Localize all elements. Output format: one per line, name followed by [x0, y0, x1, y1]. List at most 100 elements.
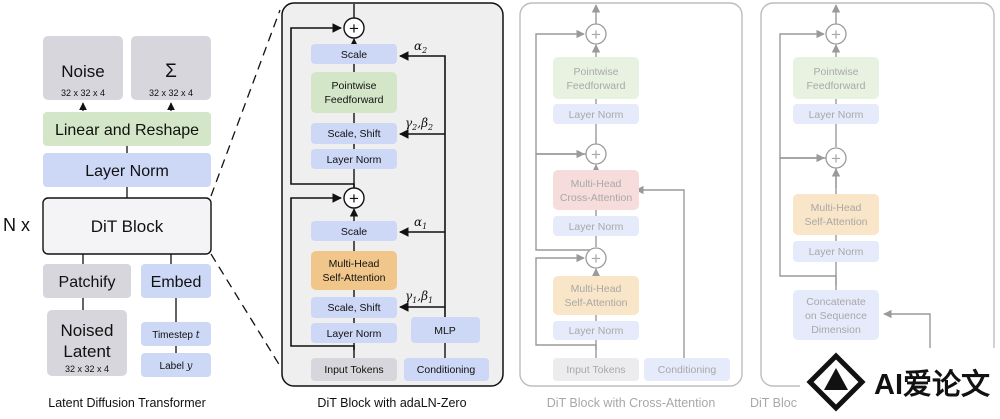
- adaln-caption: DiT Block with adaLN-Zero: [317, 396, 466, 410]
- noised-latent-dims: 32 x 32 x 4: [65, 364, 109, 374]
- concat-box: [793, 290, 879, 340]
- layer-norm-bottom-label: Layer Norm: [327, 328, 382, 340]
- input-tokens-label: Input Tokens: [566, 364, 625, 376]
- scale-shift-bottom-label: Scale, Shift: [327, 302, 380, 314]
- plus-text: +: [831, 149, 841, 168]
- incontext-caption: DiT Bloc: [750, 396, 797, 410]
- mlp-box: [411, 317, 480, 343]
- conditioning-box: [644, 358, 730, 381]
- sigma-label: Σ: [165, 61, 177, 82]
- mhsa-line1: Multi-Head: [329, 258, 380, 270]
- layer-norm-label: Layer Norm: [85, 163, 169, 180]
- add-icon: [343, 187, 365, 209]
- add-icon: [585, 23, 607, 45]
- noise-dims: 32 x 32 x 4: [61, 88, 105, 98]
- add-icon: [825, 147, 847, 169]
- layer-norm-box: [553, 104, 639, 124]
- mhca-line2: Cross-Attention: [560, 192, 633, 204]
- noise-box: Noise 32 x 32 x 4: [43, 36, 123, 100]
- input-tokens-label: Input Tokens: [324, 364, 383, 376]
- input-tokens-box: [553, 358, 639, 381]
- in-context-panel: + + Pointwise Feedforward Layer Norm Mul…: [750, 2, 995, 410]
- cross-attention-panel: + + + Pointwise Feedforward Layer Norm M…: [519, 2, 743, 410]
- mhsa-box: [553, 276, 639, 315]
- plus-text: +: [831, 25, 841, 44]
- watermark-text: AI爱论文: [874, 367, 991, 401]
- layer-norm-label: Layer Norm: [569, 109, 624, 121]
- mhsa-line1: Multi-Head: [571, 283, 622, 295]
- plus-text: +: [349, 189, 359, 208]
- noised-latent-line1: Noised: [61, 321, 114, 340]
- pointwise-ff-line1: Pointwise: [574, 66, 619, 78]
- conditioning-label: Conditioning: [658, 364, 717, 376]
- sigma-box: Σ 32 x 32 x 4: [131, 36, 211, 100]
- pointwise-ff-box: [553, 57, 639, 99]
- timestep-box: [141, 322, 211, 346]
- mhsa-box: [311, 251, 397, 290]
- add-icon: [825, 23, 847, 45]
- mhsa-line2: Self-Attention: [322, 272, 385, 284]
- pointwise-ff-line1: Pointwise: [814, 66, 859, 78]
- patchify-label: Patchify: [59, 274, 116, 291]
- timestep-label: Timestep t: [152, 330, 201, 341]
- alpha1-label: α1: [414, 215, 427, 231]
- gamma1-beta1-label: γ1,β1: [405, 289, 433, 305]
- mlp-label: MLP: [434, 325, 456, 337]
- scale-top-label: Scale: [341, 49, 367, 61]
- mhsa-line2: Self-Attention: [804, 216, 867, 228]
- scale-shift-top-box: [311, 123, 397, 144]
- embed-box: [141, 264, 211, 298]
- layer-norm-box: [793, 241, 879, 262]
- plus-text: +: [591, 249, 601, 268]
- noise-label: Noise: [61, 62, 104, 81]
- mhsa-line1: Multi-Head: [811, 202, 862, 214]
- dit-block-box: [42, 197, 212, 255]
- concat-line1: Concatenate: [806, 296, 866, 308]
- conditioning-label: Conditioning: [417, 364, 476, 376]
- alpha2-arrow: [399, 51, 446, 317]
- layer-norm-top-label: Layer Norm: [327, 154, 382, 166]
- noised-latent-box: [47, 310, 127, 376]
- pointwise-ff-box: [311, 72, 397, 113]
- pointwise-ff-line2: Feedforward: [567, 80, 626, 92]
- conditioning-box: [404, 358, 489, 381]
- input-tokens-box: [311, 358, 397, 381]
- scale-top-box: [311, 44, 397, 64]
- adaln-zero-panel: + + Scale Pointwise Feedforward Scale, S…: [281, 2, 504, 410]
- scale-shift-bottom-box: [311, 297, 397, 318]
- gamma2-beta2-label: γ2,β2: [405, 116, 433, 132]
- dit-block-label: DiT Block: [91, 217, 164, 236]
- layer-norm-box: [553, 321, 639, 340]
- scale-bottom-box: [311, 221, 397, 241]
- linear-reshape-label: Linear and Reshape: [55, 122, 199, 139]
- layer-norm-box: [43, 153, 211, 187]
- layer-norm-box: [793, 104, 879, 124]
- mhsa-line2: Self-Attention: [564, 297, 627, 309]
- mhca-box: [553, 170, 639, 210]
- patchify-box: [43, 264, 131, 298]
- alpha2-label: α2: [414, 39, 427, 55]
- cross-caption: DiT Block with Cross-Attention: [547, 396, 716, 410]
- layer-norm-box: [553, 216, 639, 236]
- embed-label: Embed: [151, 274, 202, 291]
- scale-shift-top-label: Scale, Shift: [327, 128, 380, 140]
- zoom-line-top: [210, 9, 281, 197]
- concat-line3: Dimension: [811, 324, 861, 336]
- left-panel: Noise 32 x 32 x 4 Σ 32 x 32 x 4 Linear a…: [3, 36, 212, 410]
- label-y-box: [141, 353, 211, 377]
- plus-text: +: [591, 25, 601, 44]
- diamond-a-logo-icon: AI爱论文: [806, 352, 991, 412]
- scale-bottom-label: Scale: [341, 226, 367, 238]
- pointwise-ff-line1: Pointwise: [332, 80, 377, 92]
- concat-line2: on Sequence: [805, 310, 867, 322]
- conditioning-arrow: [635, 185, 685, 358]
- add-icon: [585, 143, 607, 165]
- zoom-line-bottom: [210, 253, 281, 367]
- n-x-label: N x: [3, 215, 30, 235]
- plus-text: +: [591, 145, 601, 164]
- left-caption: Latent Diffusion Transformer: [48, 396, 205, 410]
- plus-text: +: [349, 19, 359, 38]
- pointwise-ff-line2: Feedforward: [325, 94, 384, 106]
- pointwise-ff-box: [793, 57, 879, 99]
